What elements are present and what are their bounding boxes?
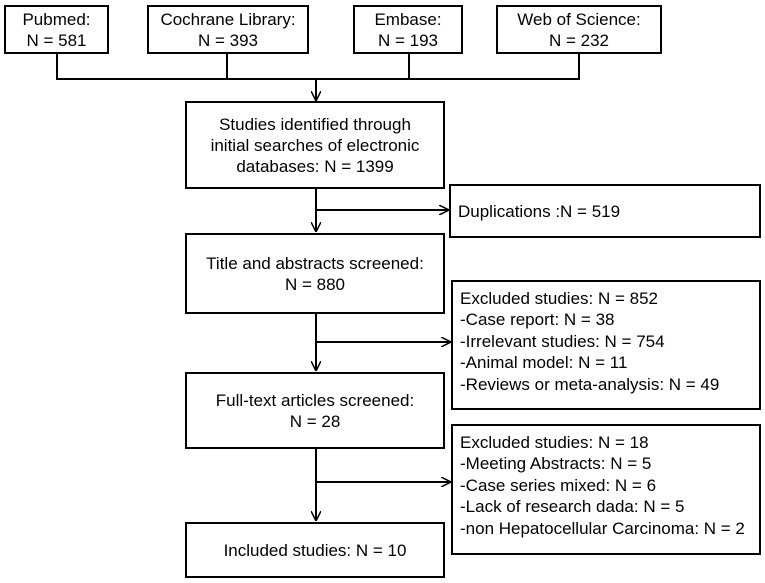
source-pubmed: Pubmed: N = 581 [4, 5, 109, 54]
source-name: Embase: [374, 9, 442, 29]
duplications-label: Duplications :N = 519 [458, 201, 621, 221]
identified-box: Studies identified through initial searc… [185, 101, 445, 189]
source-name: Pubmed: [22, 9, 91, 29]
fulltext-box: Full-text articles screened: N = 28 [185, 372, 445, 449]
excluded-box-1: Excluded studies: N = 852 -Case report: … [451, 280, 761, 410]
source-name: Web of Science: [517, 9, 641, 29]
screened-line-1: Title and abstracts screened: [206, 253, 424, 273]
excluded-2-line: Excluded studies: N = 18 [460, 433, 649, 452]
excluded-2-line: -Case series mixed: N = 6 [460, 475, 657, 495]
excluded-1-line: -Irrelevant studies: N = 754 [460, 331, 665, 351]
source-name: Cochrane Library: [160, 9, 296, 29]
excluded-2-line: -Lack of research dada: N = 5 [460, 497, 685, 517]
source-count: N = 232 [548, 30, 609, 50]
duplications-box: Duplications :N = 519 [449, 184, 761, 238]
excluded-box-2: Excluded studies: N = 18 -Meeting Abstra… [451, 424, 761, 555]
screened-box: Title and abstracts screened: N = 880 [185, 233, 445, 314]
excluded-2-line: -non Hepatocellular Carcinoma: N = 2 [460, 518, 745, 538]
fulltext-line-1: Full-text articles screened: [215, 390, 415, 410]
excluded-1-line: -Case report: N = 38 [460, 310, 615, 330]
source-count: N = 393 [197, 30, 258, 50]
excluded-1-line: -Animal model: N = 11 [460, 353, 628, 373]
source-cochrane: Cochrane Library: N = 393 [147, 5, 309, 54]
source-web-of-science: Web of Science: N = 232 [496, 5, 662, 54]
excluded-2-line: -Meeting Abstracts: N = 5 [460, 454, 652, 474]
identified-line-2: initial searches of electronic [210, 135, 420, 155]
fulltext-line-2: N = 28 [289, 411, 341, 431]
source-count: N = 581 [26, 30, 87, 50]
source-count: N = 193 [377, 30, 438, 50]
excluded-1-line: -Reviews or meta-analysis: N = 49 [460, 374, 720, 394]
identified-line-1: Studies identified through [219, 114, 411, 134]
screened-line-2: N = 880 [284, 274, 345, 294]
included-label: Included studies: N = 10 [223, 540, 407, 560]
included-box: Included studies: N = 10 [185, 522, 445, 578]
excluded-1-line: Excluded studies: N = 852 [460, 289, 658, 308]
source-embase: Embase: N = 193 [353, 5, 463, 54]
identified-line-3: databases: N = 1399 [236, 156, 394, 176]
